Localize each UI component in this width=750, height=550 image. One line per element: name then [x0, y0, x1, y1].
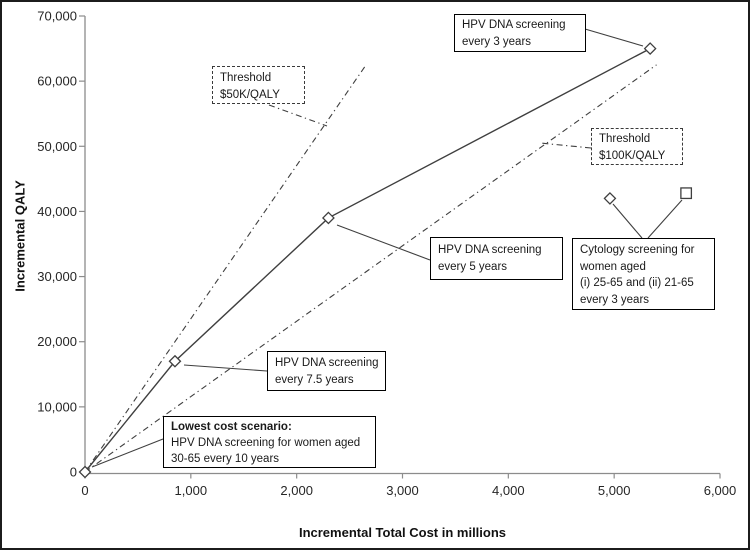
annotation-hpv-dna-every-7-5-years: HPV DNA screening every 7.5 years	[267, 351, 386, 391]
annotation-leader-line	[336, 224, 431, 261]
y-tick-label: 10,000	[37, 399, 77, 414]
annotation-hpv-dna-every-3-years: HPV DNA screening every 3 years	[454, 14, 586, 52]
annotation-line: Lowest cost scenario:	[171, 421, 292, 433]
threshold-line	[84, 64, 657, 473]
y-axis-title: Incremental QALY	[12, 180, 28, 292]
x-tick-label: 0	[81, 483, 88, 498]
annotation-line: every 5 years	[438, 261, 508, 273]
data-point-diamond	[78, 465, 92, 479]
y-tick-label: 60,000	[37, 74, 77, 89]
annotation-leader-line	[91, 438, 164, 468]
annotation-line: 30-65 every 10 years	[171, 453, 280, 465]
annotation-line: Threshold	[220, 72, 272, 84]
y-tick-label: 40,000	[37, 204, 77, 219]
x-tick-label: 6,000	[704, 483, 737, 498]
y-tick-label: 50,000	[37, 139, 77, 154]
annotation-lowest-cost-scenario: Lowest cost scenario: HPV DNA screening …	[163, 416, 376, 468]
data-series	[78, 42, 693, 479]
data-point-diamond	[643, 42, 657, 55]
threshold-lines	[84, 63, 657, 473]
annotation-line: $50K/QALY	[220, 89, 280, 101]
y-tick-label: 30,000	[37, 269, 77, 284]
x-tick-label: 3,000	[386, 483, 419, 498]
annotation-leader-line	[612, 203, 643, 239]
annotation-leader-line	[584, 28, 644, 47]
x-tick-label: 1,000	[175, 483, 208, 498]
annotation-line: (i) 25-65 and (ii) 21-65	[580, 277, 694, 289]
annotation-leader-line	[183, 364, 268, 372]
annotation-cytology-screening: Cytology screening for women aged (i) 25…	[572, 238, 715, 310]
x-tick-label: 4,000	[492, 483, 525, 498]
axes: 0 10,000 20,000 30,000 40,000 50,000 60,000 70,…	[37, 9, 736, 499]
y-tick-label: 70,000	[37, 9, 77, 24]
annotation-leader-line	[647, 199, 683, 239]
annotation-line: Cytology screening for	[580, 244, 695, 256]
annotation-line: HPV DNA screening	[438, 244, 542, 256]
x-axis-title: Incremental Total Cost in millions	[298, 525, 507, 540]
annotation-line: HPV DNA screening for women aged	[171, 437, 361, 449]
annotation-leader-line-dashed	[539, 142, 592, 149]
data-point-square	[680, 187, 693, 200]
annotation-threshold-50k: Threshold $50K/QALY	[212, 66, 305, 104]
data-point-diamond	[168, 354, 182, 368]
y-tick-label: 0	[70, 465, 77, 480]
leader-lines	[91, 28, 683, 468]
annotation-line: Threshold	[599, 133, 651, 145]
y-tick-label: 20,000	[37, 334, 77, 349]
x-tick-label: 2,000	[280, 483, 313, 498]
annotation-leader-line-dashed	[268, 104, 328, 127]
data-point-diamond	[603, 191, 617, 205]
annotation-line: HPV DNA screening	[462, 19, 566, 31]
annotation-threshold-100k: Threshold $100K/QALY	[591, 128, 683, 165]
threshold-line	[84, 63, 367, 473]
annotation-line: $100K/QALY	[599, 150, 666, 162]
annotation-line: HPV DNA screening	[275, 357, 379, 369]
annotation-line: every 7.5 years	[275, 374, 354, 386]
x-tick-label: 5,000	[598, 483, 631, 498]
annotation-line: every 3 years	[462, 36, 532, 48]
annotation-hpv-dna-every-5-years: HPV DNA screening every 5 years	[430, 237, 563, 280]
series-line	[84, 47, 651, 473]
data-point-diamond	[321, 211, 335, 225]
annotation-line: women aged	[580, 260, 646, 273]
annotation-line: every 3 years	[580, 293, 650, 306]
